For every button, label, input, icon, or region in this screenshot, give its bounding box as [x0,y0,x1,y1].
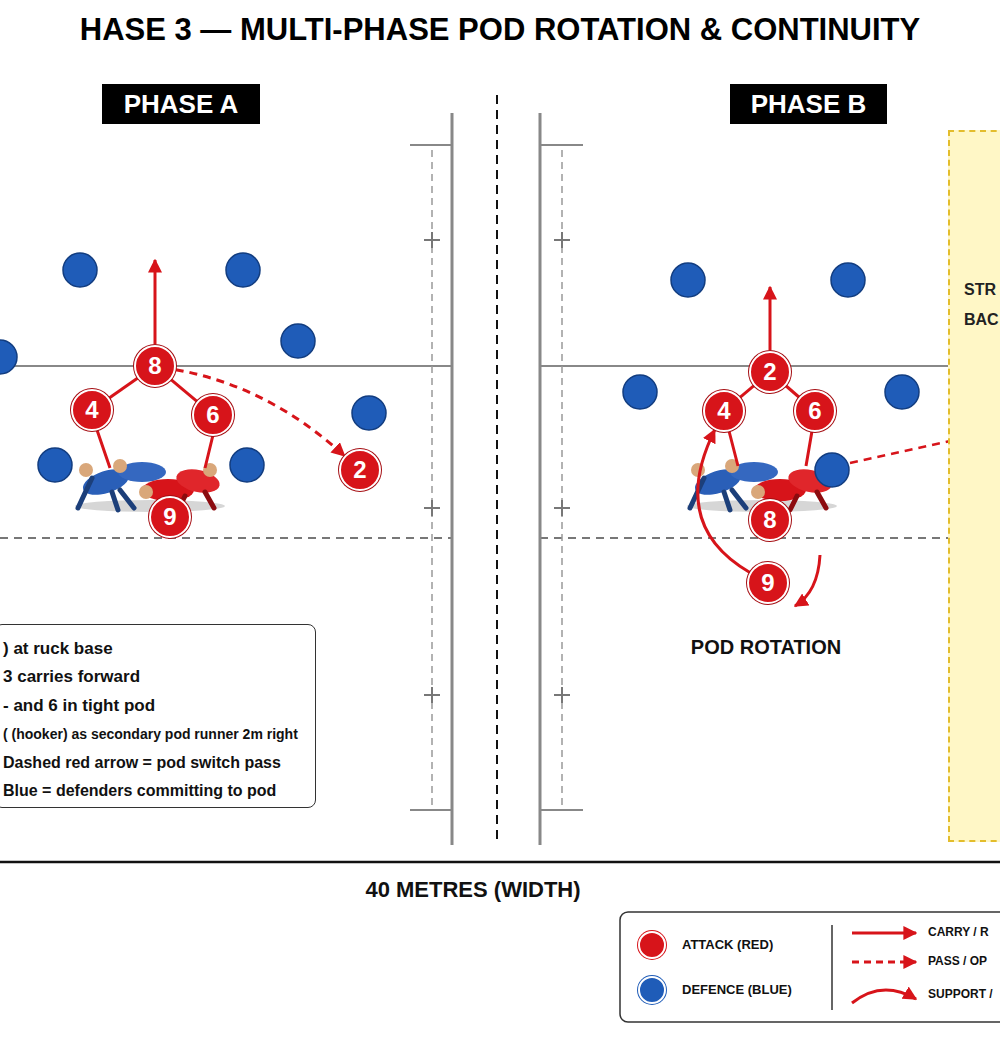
node-text: 4 [85,396,98,424]
player-circle: 8 [134,345,176,387]
legend-divider [831,925,833,1010]
player-circle: 4 [703,390,745,432]
defender-dot [671,263,705,297]
node-text: STR BAC [964,275,1000,335]
legend-box [620,912,1000,1022]
legend-line-sample [852,990,916,1003]
pod-connector [109,378,138,398]
note-line: ) at ruck base [3,635,315,663]
defender-dot [885,375,919,409]
node-text: 4 [717,397,730,425]
five-metre-line [561,150,563,810]
legend-frame [620,912,1000,1022]
caption-label: POD ROTATION [691,636,841,659]
note-line: - and 6 in tight pod [3,691,315,720]
pod-bind-line [729,431,812,466]
defender-dot [815,453,849,487]
note-line: Blue = defenders committing to pod [3,777,315,805]
node-text: 6 [206,401,219,429]
player-circle: 4 [71,389,113,431]
player-circle: 2 [339,449,381,491]
note-line: Dashed red arrow = pod switch pass [3,749,315,777]
phase-label: PHASE A [102,84,260,124]
legend-swatch [638,931,666,959]
rotation-arrow [795,555,820,606]
touchline [539,113,542,845]
diagram-title: HASE 3 — MULTI-PHASE POD ROTATION & CONT… [0,12,1000,48]
dimension-label: 40 METRES (WIDTH) [365,877,580,903]
pod-connector [740,386,754,398]
legend-line-sample [852,932,916,935]
plus-marks [424,232,570,703]
defender-dot [623,375,657,409]
legend-text: SUPPORT / [928,987,993,1001]
node-text: 9 [761,569,774,597]
defender-dot [63,253,97,287]
player-circle: 8 [749,499,791,541]
defender-dot [281,324,315,358]
pod-connector [171,380,197,402]
player-circle: 2 [749,351,791,393]
carry-arrow [769,287,772,350]
node-text: PHASE B [751,89,867,120]
pod-connector [698,430,750,573]
legend-line-sample [852,961,916,964]
note-line: ( (hooker) as secondary pod runner 2m ri… [3,720,315,749]
defender-dot [831,263,865,297]
legend-text: PASS / OP [928,954,987,968]
player-circle: 6 [794,390,836,432]
node-text: 8 [763,506,776,534]
node-text: 6 [808,397,821,425]
player-circle: 9 [149,496,191,538]
ruck-phase-a [75,459,225,512]
defender-dot [0,340,17,374]
defender-dot [226,253,260,287]
gain-line [0,365,452,367]
node-text: 2 [763,358,776,386]
defender-dot [230,448,264,482]
legend-text: DEFENCE (BLUE) [682,982,792,997]
pod-connector [786,386,799,397]
defender-dot [352,396,386,430]
dashed-line [0,537,452,539]
player-circle: 9 [747,562,789,604]
pod-bind-line [97,430,213,468]
node-text: 2 [353,456,366,484]
touchline [451,113,454,845]
node-text: 8 [148,352,161,380]
attack-markings [97,260,1000,606]
defenders [0,253,919,487]
divider-line [496,95,498,845]
note-line: 3 carries forward [3,663,315,691]
phase-label: PHASE B [730,84,887,124]
width-line [0,861,1000,864]
carry-arrow [154,260,157,344]
five-metre-line [431,150,433,810]
player-circle: 6 [192,394,234,436]
legend-text: CARRY / R [928,925,989,939]
legend-text: ATTACK (RED) [682,937,773,952]
node-text: 9 [163,503,176,531]
legend-swatch [638,976,666,1004]
defender-dot [38,448,72,482]
node-text: PHASE A [124,89,239,120]
notes-box: ) at ruck base3 carries forward- and 6 i… [0,624,316,808]
backs-zone: STR BAC [948,130,1000,842]
tick-marks [410,145,583,810]
pass-connector [176,370,345,456]
